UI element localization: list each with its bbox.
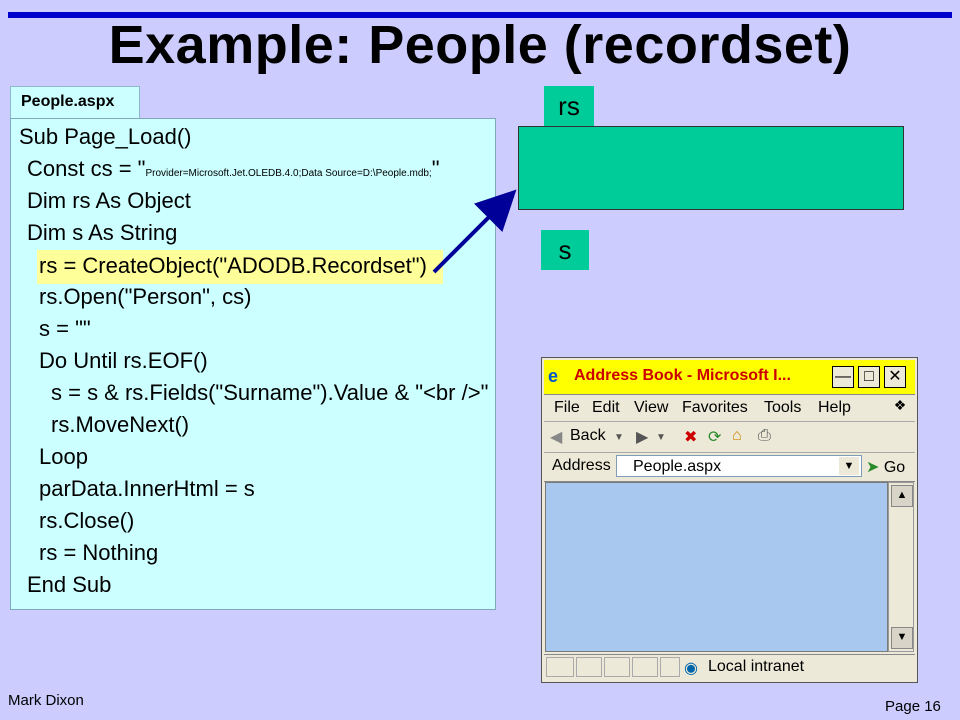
- code-line: Dim s As String: [27, 220, 178, 245]
- code-line: s = "": [39, 316, 91, 341]
- print-icon[interactable]: ⎙: [758, 427, 771, 444]
- code-line: rs.MoveNext(): [51, 412, 190, 437]
- globe-icon: ◉: [684, 660, 698, 677]
- stop-icon[interactable]: ✖: [684, 429, 698, 446]
- s-variable-box: s: [541, 230, 589, 270]
- browser-toolbar: ◀ Back ▼ ▶ ▼ ✖ ⟳ ⌂ ⎙: [544, 422, 915, 453]
- scroll-down-icon[interactable]: ▼: [891, 627, 913, 649]
- menu-tools[interactable]: Tools: [764, 399, 802, 416]
- address-bar: Address ▼ ➤ Go: [544, 453, 915, 482]
- status-cell: [576, 657, 602, 677]
- code-line: Dim rs As Object: [27, 188, 191, 213]
- status-bar: ◉ Local intranet: [544, 654, 915, 681]
- back-dropdown-icon[interactable]: ▼: [614, 432, 624, 443]
- title-rule: [8, 12, 952, 18]
- status-cell: [604, 657, 630, 677]
- windows-flag-icon: ❖: [893, 397, 907, 413]
- forward-button-icon[interactable]: ▶: [636, 429, 649, 446]
- code-panel: Sub Page_Load() Const cs = "Provider=Mic…: [10, 118, 496, 610]
- close-button[interactable]: ✕: [884, 366, 906, 388]
- browser-titlebar[interactable]: e Address Book - Microsoft I... — □ ✕: [544, 360, 915, 395]
- ie-logo-icon: e: [548, 366, 559, 386]
- page-content-area[interactable]: [545, 482, 888, 652]
- menu-edit[interactable]: Edit: [592, 399, 620, 416]
- forward-dropdown-icon[interactable]: ▼: [656, 432, 666, 443]
- code-line: rs.Close(): [39, 508, 135, 533]
- address-input[interactable]: [631, 457, 845, 477]
- menu-favorites[interactable]: Favorites: [682, 399, 748, 416]
- rs-variable-box: [518, 126, 904, 210]
- refresh-icon[interactable]: ⟳: [708, 429, 722, 446]
- status-cell: [546, 657, 574, 677]
- back-button[interactable]: Back: [570, 427, 606, 444]
- code-line-highlighted: rs = CreateObject("ADODB.Recordset"): [37, 250, 443, 284]
- file-tab-label: People.aspx: [10, 86, 140, 118]
- code-line: s = s & rs.Fields("Surname").Value & "<b…: [51, 380, 489, 405]
- menu-view[interactable]: View: [634, 399, 669, 416]
- page-number: Page 16: [885, 698, 941, 715]
- status-cell: [660, 657, 680, 677]
- code-line: Do Until rs.EOF(): [39, 348, 208, 373]
- go-arrow-icon: ➤: [866, 459, 880, 476]
- menu-file[interactable]: File: [554, 399, 580, 416]
- code-line: Sub Page_Load(): [19, 124, 192, 149]
- back-arrow-icon: ◀: [550, 429, 563, 446]
- author-name: Mark Dixon: [8, 692, 84, 709]
- home-icon[interactable]: ⌂: [732, 427, 742, 444]
- code-line: parData.InnerHtml = s: [39, 476, 255, 501]
- menu-help[interactable]: Help: [818, 399, 851, 416]
- chevron-down-icon[interactable]: ▼: [839, 457, 859, 475]
- code-line: rs.Open("Person", cs): [39, 284, 252, 309]
- security-zone-label: Local intranet: [708, 658, 805, 675]
- code-line: rs = Nothing: [39, 540, 159, 565]
- minimize-button[interactable]: —: [832, 366, 854, 388]
- code-line: Loop: [39, 444, 88, 469]
- browser-window: e Address Book - Microsoft I... — □ ✕ Fi…: [541, 357, 918, 683]
- code-line: End Sub: [27, 572, 112, 597]
- address-field[interactable]: ▼: [616, 455, 862, 477]
- menu-bar: File Edit View Favorites Tools Help ❖: [544, 395, 915, 422]
- slide-title: Example: People (recordset): [108, 15, 852, 75]
- status-cell: [632, 657, 658, 677]
- address-label: Address: [552, 457, 611, 474]
- rs-variable-label: rs: [544, 86, 594, 126]
- window-title: Address Book - Microsoft I...: [574, 367, 791, 384]
- vertical-scrollbar[interactable]: ▲ ▼: [888, 482, 914, 652]
- scroll-up-icon[interactable]: ▲: [891, 485, 913, 507]
- code-line-connection-string: Const cs = "Provider=Microsoft.Jet.OLEDB…: [27, 156, 440, 181]
- go-button[interactable]: ➤ Go: [866, 459, 906, 476]
- maximize-button[interactable]: □: [858, 366, 880, 388]
